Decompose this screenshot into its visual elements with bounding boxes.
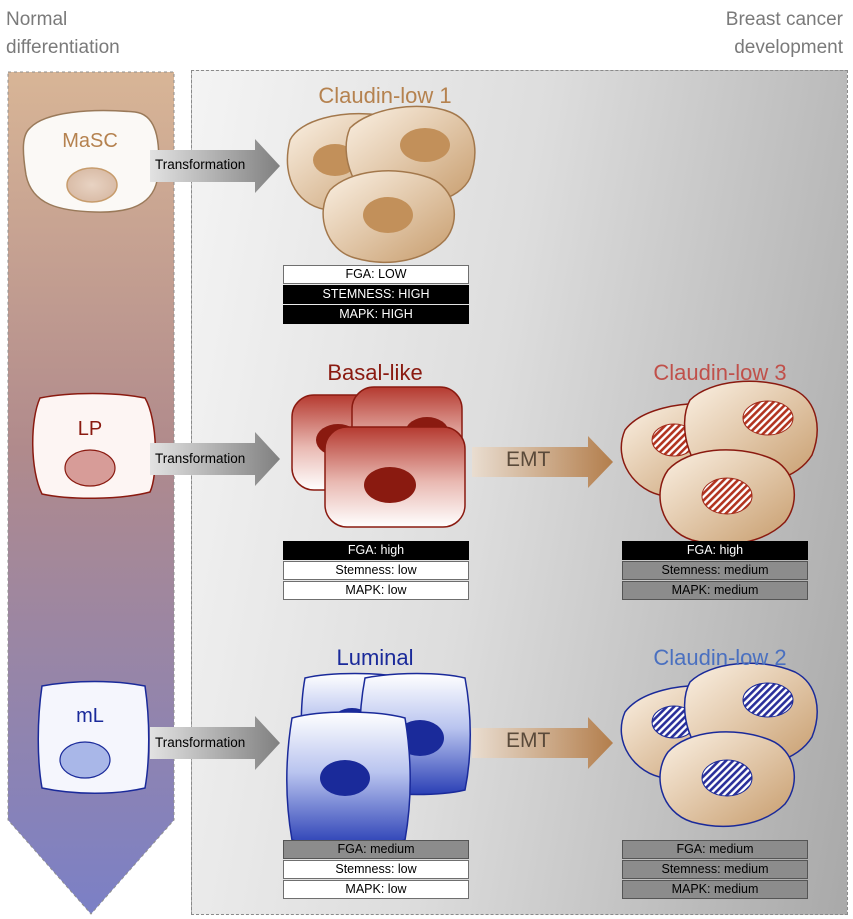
claudin-low-1-fga-bar: FGA: LOW [283,265,469,284]
emt-arrow-2 [472,717,613,769]
header-right-line2: development [734,37,843,58]
lp-nucleus [64,449,116,487]
masc-cell [22,109,160,213]
basal-like-cells [291,386,466,528]
claudin-low-3-cells [620,380,818,546]
claudin-low-2-mapk-bar: MAPK: medium [622,880,808,899]
claudin-low-3-stemness-bar: Stemness: medium [622,561,808,580]
luminal-fga-bar: FGA: medium [283,840,469,859]
claudin-low-2-fga-bar: FGA: medium [622,840,808,859]
basal-like-stemness-bar: Stemness: low [283,561,469,580]
basal-like-mapk-bar: MAPK: low [283,581,469,600]
claudin-low-3-mapk-bar: MAPK: medium [622,581,808,600]
masc-label: MaSC [62,130,118,152]
ml-nucleus [59,741,111,779]
header-normal-differentiation: Normal differentiation [6,6,120,62]
transformation-label-2: Transformation [155,451,246,466]
lp-cell [31,392,157,500]
lp-label: LP [77,418,103,440]
masc-nucleus [66,167,118,203]
emt-arrow-1 [472,436,613,488]
emt-label-2: EMT [506,729,551,752]
basal-like-fga-bar: FGA: high [283,541,469,560]
claudin-low-1-stemness-bar: STEMNESS: HIGH [283,285,469,304]
ml-label: mL [76,705,104,727]
header-breast-cancer-development: Breast cancer development [726,6,843,62]
header-left-line2: differentiation [6,37,120,58]
header-left-line1: Normal [6,9,68,30]
basal-like-title: Basal-like [327,360,423,385]
luminal-title: Luminal [336,645,414,670]
ml-cell [37,680,150,794]
header-right-line1: Breast cancer [725,9,843,30]
claudin-low-2-title: Claudin-low 2 [653,645,787,670]
luminal-stemness-bar: Stemness: low [283,860,469,879]
transformation-arrow-3 [150,716,280,770]
luminal-mapk-bar: MAPK: low [283,880,469,899]
transformation-label-3: Transformation [155,735,246,750]
transformation-arrow-2 [150,432,280,486]
transformation-arrow-1 [150,139,280,193]
claudin-low-2-stemness-bar: Stemness: medium [622,860,808,879]
transformation-label-1: Transformation [155,157,246,172]
claudin-low-3-fga-bar: FGA: high [622,541,808,560]
claudin-low-1-title: Claudin-low 1 [318,83,452,108]
luminal-cells [286,672,471,847]
claudin-low-3-title: Claudin-low 3 [653,360,787,385]
emt-label-1: EMT [506,448,551,471]
claudin-low-1-mapk-bar: MAPK: HIGH [283,305,469,324]
claudin-low-2-cells [620,662,818,828]
claudin-low-1-cells [286,105,476,264]
